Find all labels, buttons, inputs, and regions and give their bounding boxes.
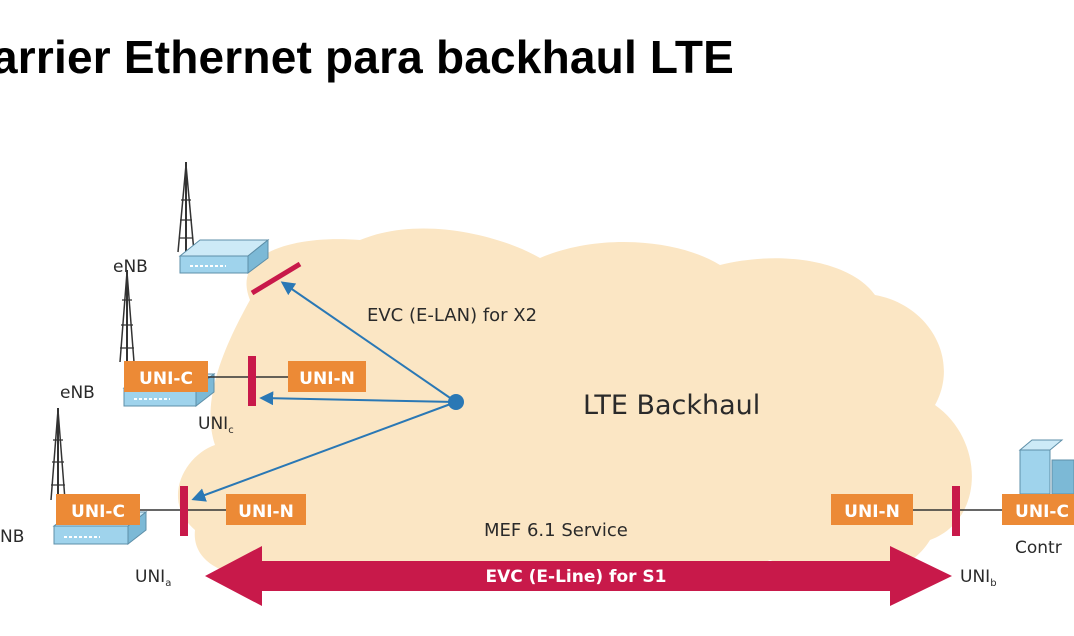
enb-device-1 [178,238,270,274]
uni-bar-3 [180,486,188,536]
uni-n-box-2 [288,361,366,392]
eline-label: EVC (E-Line) for S1 [485,567,666,587]
uni-c-point-label: UNIc [198,414,234,436]
elan-arrow-bottom [191,401,457,502]
uni-c-label-2: UNI-C [139,369,193,389]
uni-n-label-2: UNI-N [299,369,355,389]
enb-antenna-2 [119,270,135,363]
uni-n-box-1 [831,494,913,525]
page-title: arrier Ethernet para backhaul LTE [0,31,734,83]
uni-c-box-3 [56,494,140,525]
enb-label-3: NB [0,527,24,547]
cloud-label: LTE Backhaul [583,390,760,421]
controller-device [1018,439,1074,495]
uni-c-box-1 [1002,494,1074,525]
uni-b-point-label: UNIb [960,567,997,589]
uni-c-label-3: UNI-C [71,502,125,522]
controller-label: Contr [1015,538,1062,558]
enb-label-1: eNB [113,257,148,277]
elan-arrow-middle [259,391,457,406]
uni-bar-top [250,261,302,296]
mef-service-label: MEF 6.1 Service [484,520,628,541]
evc-elan-label: EVC (E-LAN) for X2 [367,305,537,326]
uni-n-box-3 [226,494,306,525]
uni-a-point-label: UNIa [135,567,171,589]
enb-antenna-3 [50,408,66,501]
uni-n-label-3: UNI-N [238,502,294,522]
lte-backhaul-cloud [177,228,972,586]
enb-label-2: eNB [60,383,95,403]
enb-antenna-1 [177,162,195,253]
uni-n-label-1: UNI-N [844,502,900,522]
uni-c-label-1: UNI-C [1015,502,1069,522]
elan-arrow-top [280,281,457,403]
uni-bar-right [952,486,960,536]
uni-c-box-2 [124,361,208,392]
eline-double-arrow [205,546,952,606]
uni-bar-2 [248,356,256,406]
